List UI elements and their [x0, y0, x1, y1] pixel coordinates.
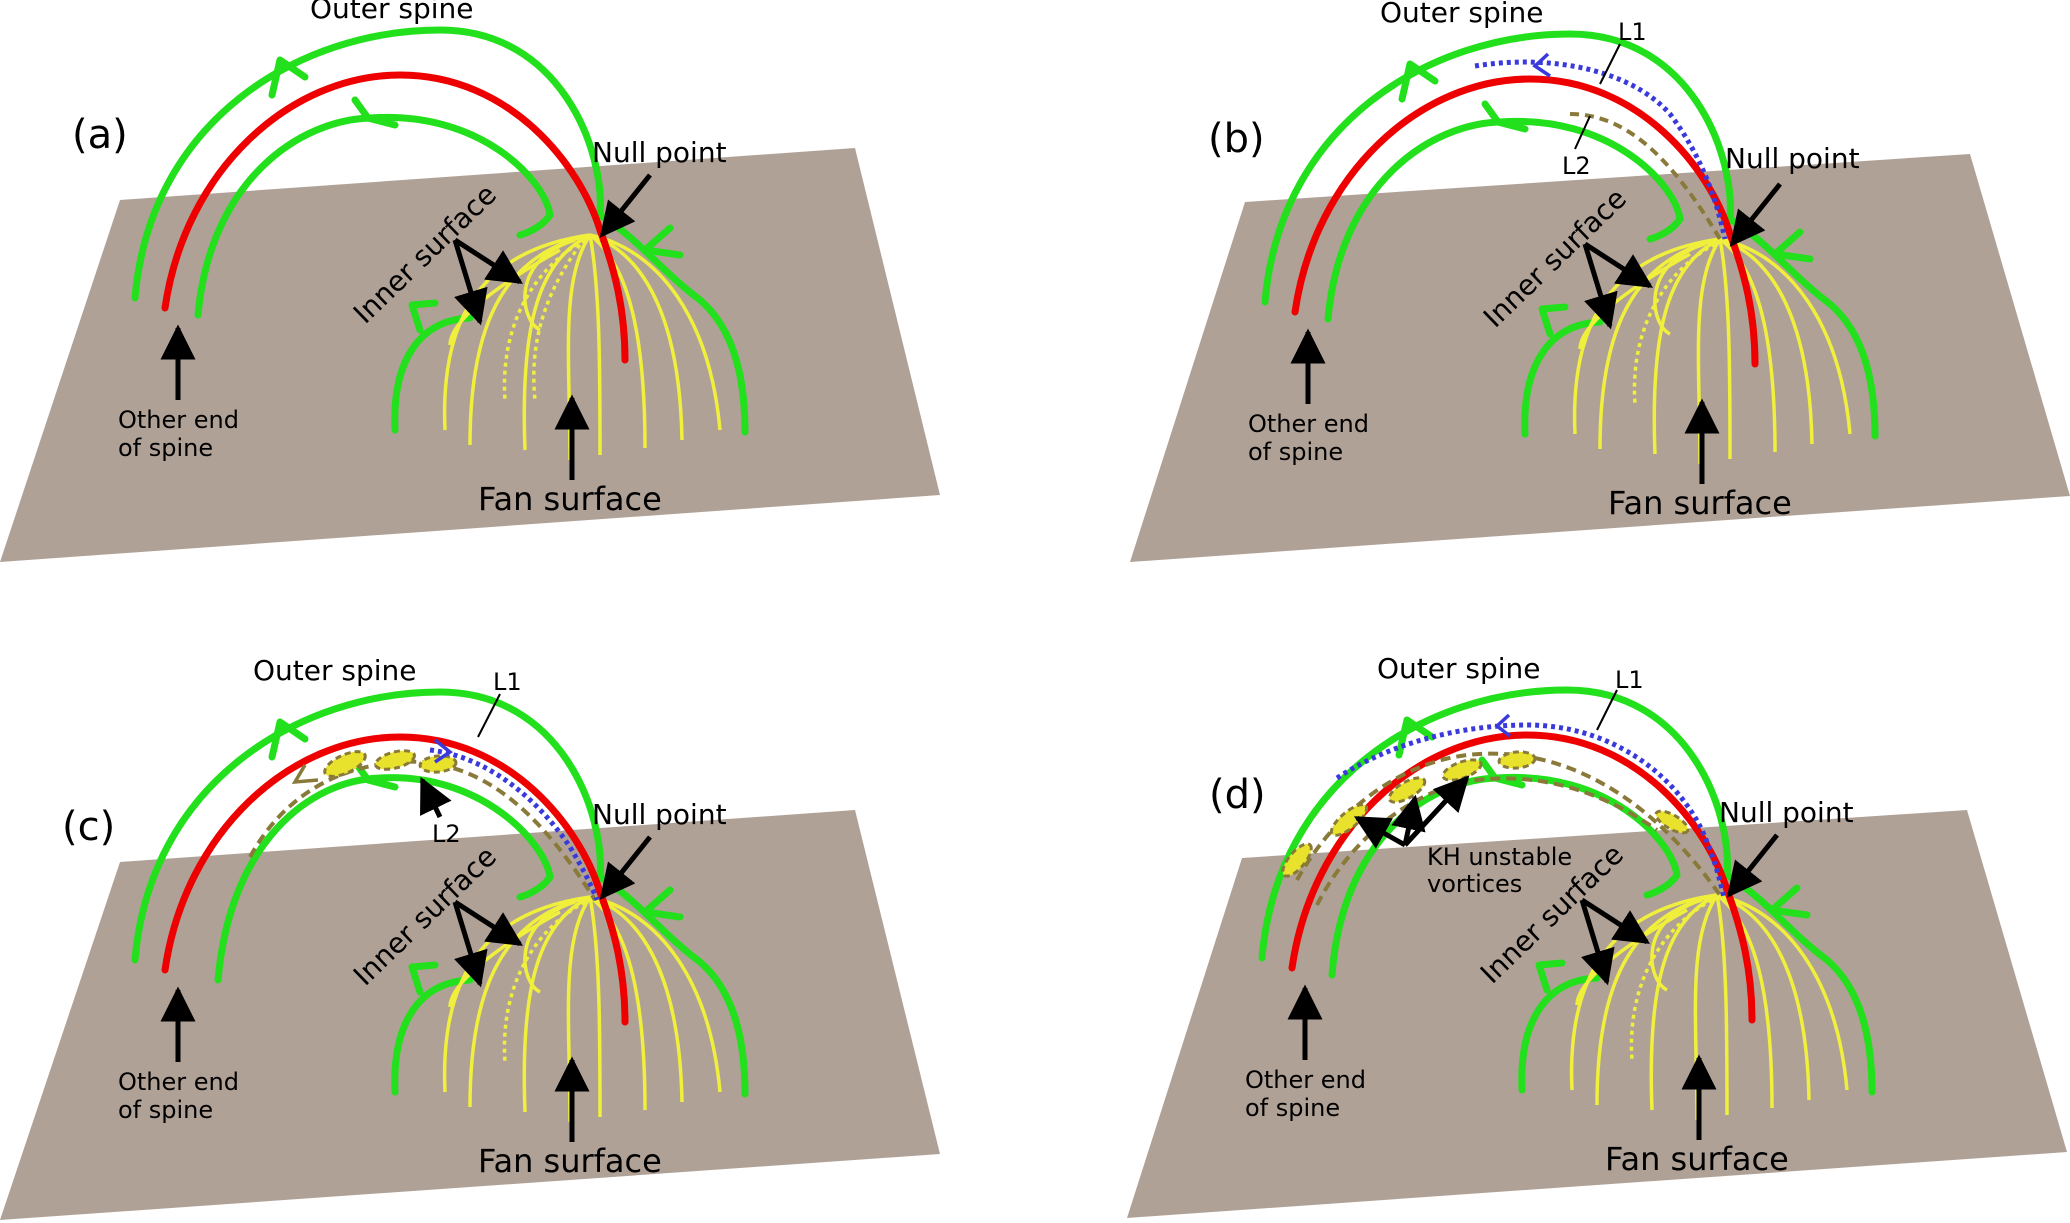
panel-a: (a) Outer spine Null point Inner surface…: [0, 0, 940, 562]
spine-line: [161, 733, 629, 1026]
vortex: [1497, 750, 1537, 770]
photosphere-plane: [0, 810, 940, 1220]
l1-label: L1: [1615, 666, 1644, 694]
l1-flow-line: [429, 747, 600, 901]
fan-surface-label: Fan surface: [478, 1142, 662, 1180]
l2-flow-line: [1315, 776, 1659, 906]
l1-label: L1: [1618, 18, 1647, 46]
l2-label: L2: [432, 820, 461, 848]
null-point-label: Null point: [1725, 142, 1860, 175]
panel-tag: (b): [1208, 116, 1265, 162]
photosphere-plane: [0, 148, 940, 562]
l2-flow-line: [1569, 112, 1722, 241]
outer-spine-label: Outer spine: [1377, 652, 1541, 685]
panel-tag: (c): [62, 804, 115, 850]
other-end-label: Other end: [118, 406, 239, 434]
annotation-arrows: [160, 173, 652, 480]
kh-label-line2: vortices: [1427, 870, 1522, 898]
annotation-arrows: [1290, 182, 1782, 484]
null-point-label: Null point: [1719, 796, 1854, 829]
vortex: [418, 754, 458, 774]
kh-vortices: [323, 749, 458, 778]
label-leaders: [1574, 43, 1621, 150]
fan-surface-label: Fan surface: [1608, 484, 1792, 522]
panel-d: (d) Outer spine L1 KH unstable vortices …: [1127, 652, 2067, 1218]
outer-spine-label: Outer spine: [310, 0, 474, 25]
fan-surface-label: Fan surface: [478, 480, 662, 518]
null-point-label: Null point: [592, 798, 727, 831]
l2-flow-arrowhead: [291, 764, 319, 785]
l2-label: L2: [1562, 152, 1591, 180]
kh-label-line1: KH unstable: [1427, 843, 1572, 871]
panel-tag: (a): [72, 112, 128, 158]
spine-line: [1291, 75, 1759, 368]
panel-b: (b) Outer spine L1 L2 Null point Inner s…: [1130, 0, 2070, 562]
annotation-arrows: [1287, 775, 1779, 1140]
outer-spine-label: Outer spine: [253, 654, 417, 687]
other-end-label: Other end: [1245, 1066, 1366, 1094]
annotation-arrows: [160, 776, 652, 1142]
of-spine-label: of spine: [118, 434, 213, 462]
spine-line: [161, 71, 629, 364]
photosphere-plane: [1130, 154, 2070, 562]
l1-flow-line: [1474, 59, 1728, 240]
of-spine-label: of spine: [1245, 1094, 1340, 1122]
l1-flow-arrowhead: [433, 738, 453, 764]
photosphere-plane: [1127, 810, 2067, 1218]
l1-flow-arrowhead: [1532, 52, 1551, 78]
vortex: [1654, 809, 1690, 835]
fan-surface-label: Fan surface: [1605, 1140, 1789, 1178]
other-end-label: Other end: [118, 1068, 239, 1096]
vortex: [323, 750, 367, 778]
other-end-label: Other end: [1248, 410, 1369, 438]
outer-spine-label: Outer spine: [1380, 0, 1544, 29]
l1-label: L1: [493, 668, 522, 696]
panel-tag: (d): [1209, 772, 1266, 818]
label-leaders: [477, 693, 501, 738]
null-point-label: Null point: [592, 136, 727, 169]
panel-c: (c) Outer spine L1 L2 Null point Inner s…: [0, 654, 940, 1220]
label-leaders: [1596, 689, 1618, 731]
l1-flow-arrowhead: [1494, 713, 1512, 738]
green-field-lines: [1261, 30, 1879, 440]
of-spine-label: of spine: [1248, 438, 1343, 466]
vortex: [374, 749, 416, 771]
of-spine-label: of spine: [118, 1096, 213, 1124]
vortex: [1281, 842, 1313, 878]
green-field-lines: [131, 26, 749, 436]
